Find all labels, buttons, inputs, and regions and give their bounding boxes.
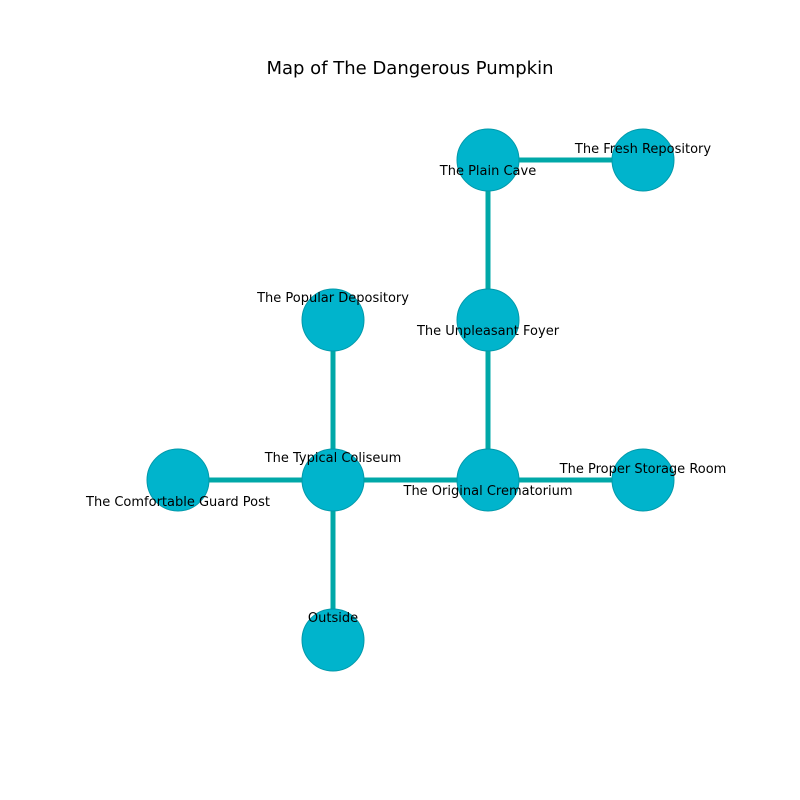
node-label-unpleasant-foyer: The Unpleasant Foyer	[416, 324, 560, 339]
node-outside	[301, 608, 365, 672]
edge-layer	[178, 157, 643, 640]
node-label-popular-depository: The Popular Depository	[256, 291, 409, 306]
node-comfortable-guard-post	[146, 448, 210, 512]
map-title: Map of The Dangerous Pumpkin	[266, 58, 553, 79]
node-typical-coliseum	[301, 448, 365, 512]
node-plain-cave	[456, 128, 520, 192]
node-label-proper-storage-room: The Proper Storage Room	[559, 462, 727, 477]
node-layer	[146, 128, 675, 672]
node-label-plain-cave: The Plain Cave	[439, 164, 536, 179]
node-unpleasant-foyer	[456, 288, 520, 352]
node-popular-depository	[301, 288, 365, 352]
node-label-fresh-repository: The Fresh Repository	[574, 142, 711, 157]
node-label-comfortable-guard-post: The Comfortable Guard Post	[85, 495, 270, 510]
node-original-crematorium	[456, 448, 520, 512]
node-proper-storage-room	[611, 448, 675, 512]
node-label-original-crematorium: The Original Crematorium	[403, 484, 573, 499]
node-label-outside: Outside	[308, 611, 358, 626]
node-label-typical-coliseum: The Typical Coliseum	[264, 451, 402, 466]
node-fresh-repository	[611, 128, 675, 192]
